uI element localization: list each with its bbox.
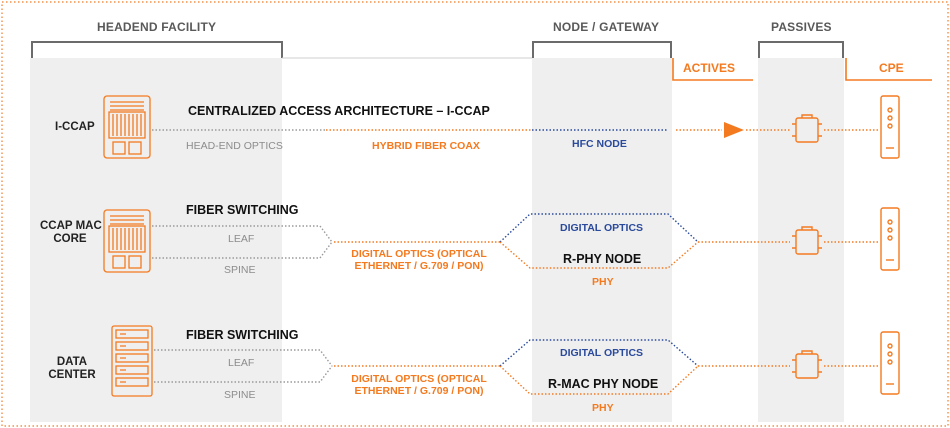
headend-column-bg <box>30 58 282 422</box>
row-label-line1: CCAP MAC <box>40 220 102 232</box>
node-column-bg <box>532 58 672 422</box>
leaf-link-gray <box>154 349 333 367</box>
digital-optics-line2: ETHERNET / G.709 / PON) <box>354 260 484 273</box>
digital-optics-upper-link-blue <box>499 339 699 367</box>
cable-modem-icon <box>880 207 900 271</box>
actives-bracket <box>672 58 753 81</box>
hybrid-fiber-coax-label: HYBRID FIBER COAX <box>372 140 480 152</box>
row-label-i-ccap: I-CCAP <box>55 121 95 133</box>
ccap-chassis-icon <box>103 95 151 159</box>
hfc-node-label: HFC NODE <box>572 138 627 150</box>
ccap-chassis-icon <box>103 209 151 273</box>
digital-optics-ethernet-label: DIGITAL OPTICS (OPTICAL ETHERNET / G.709… <box>344 248 494 272</box>
phy-lower-link-orange <box>499 365 699 395</box>
server-rack-icon <box>111 325 153 397</box>
phy-label: PHY <box>592 402 614 414</box>
leaf-link-gray <box>152 225 333 243</box>
cable-modem-icon <box>880 95 900 159</box>
header-node-gateway: NODE / GATEWAY <box>553 20 660 34</box>
headend-optics-label: HEAD-END OPTICS <box>186 140 283 152</box>
digital-optics-line2: ETHERNET / G.709 / PON) <box>354 385 484 398</box>
r-phy-node-label: R-PHY NODE <box>563 252 642 266</box>
spine-link-gray <box>152 241 333 259</box>
spine-label: SPINE <box>224 264 256 276</box>
node-gateway-bracket <box>532 41 672 58</box>
header-actives: ACTIVES <box>683 61 736 75</box>
r-mac-phy-node-label: R-MAC PHY NODE <box>548 377 659 391</box>
coax-tap-icon <box>792 114 822 143</box>
header-passives: PASSIVES <box>771 20 832 34</box>
amplifier-triangle-icon <box>724 122 744 138</box>
digital-optics-line1: DIGITAL OPTICS (OPTICAL <box>351 248 487 260</box>
leaf-label: LEAF <box>228 233 255 245</box>
fiber-switching-label: FIBER SWITCHING <box>186 203 299 217</box>
digital-optics-node-label: DIGITAL OPTICS <box>560 222 644 234</box>
row-label-line2: CORE <box>53 233 87 246</box>
row-title-centralized-access: CENTRALIZED ACCESS ARCHITECTURE – I-CCAP <box>188 104 490 118</box>
coax-tap-icon <box>792 350 822 379</box>
row-label-ccap-mac-core: CCAP MAC CORE <box>40 220 102 246</box>
row-label-line1: DATA <box>56 356 88 368</box>
digital-optics-upper-link-blue <box>499 213 699 243</box>
leaf-label: LEAF <box>228 357 255 369</box>
cable-modem-icon <box>880 331 900 395</box>
passives-column-bg <box>758 58 844 422</box>
fiber-switching-label: FIBER SWITCHING <box>186 328 299 342</box>
digital-optics-line1: DIGITAL OPTICS (OPTICAL <box>351 373 487 385</box>
row-label-data-center: DATA CENTER <box>44 356 100 382</box>
digital-optics-ethernet-label: DIGITAL OPTICS (OPTICAL ETHERNET / G.709… <box>344 373 494 397</box>
cpe-bracket <box>845 58 932 81</box>
header-cpe: CPE <box>879 61 904 75</box>
spine-link-gray <box>154 365 333 383</box>
digital-optics-node-label: DIGITAL OPTICS <box>560 347 644 359</box>
passives-bracket <box>758 41 844 58</box>
coax-tap-icon <box>792 226 822 255</box>
spine-label: SPINE <box>224 389 256 401</box>
header-headend-facility: HEADEND FACILITY <box>97 20 217 34</box>
phy-label: PHY <box>592 276 614 288</box>
phy-lower-link-orange <box>499 241 699 269</box>
headend-bracket <box>31 41 283 58</box>
row-label-line2: CENTER <box>48 369 96 382</box>
